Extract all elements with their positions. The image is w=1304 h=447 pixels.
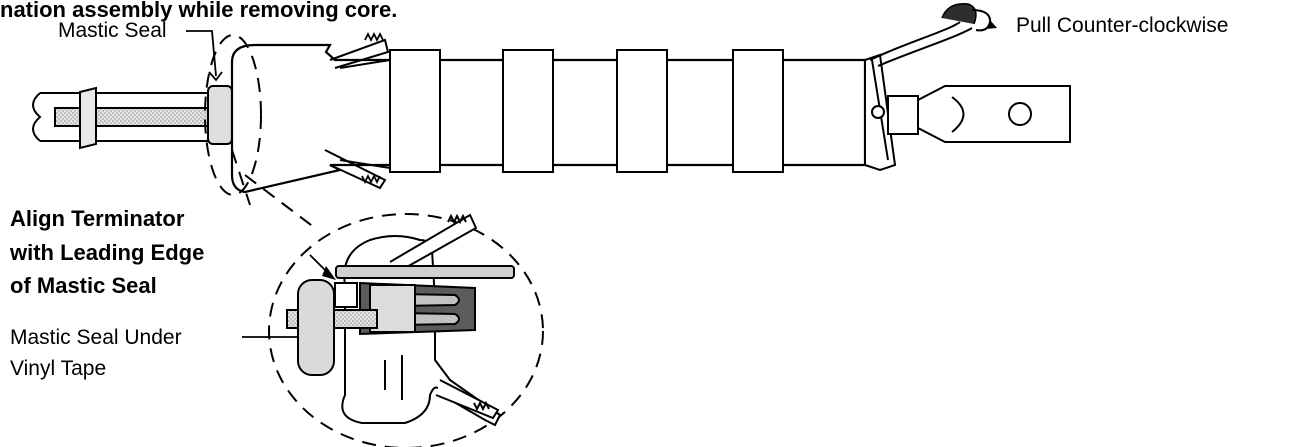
label-pull-direction: Pull Counter-clockwise	[1016, 14, 1229, 37]
terminal-lug	[887, 85, 1071, 143]
mastic-seal	[207, 85, 233, 145]
detail-callout	[204, 34, 544, 447]
label-mastic-under-tape-line2: Vinyl Tape	[10, 357, 107, 380]
label-align-line1: Align Terminator	[10, 206, 185, 231]
label-mastic-under-tape-line1: Mastic Seal Under	[10, 326, 182, 349]
label-mastic-seal: Mastic Seal	[58, 19, 167, 42]
pull-arrow-icon	[941, 3, 997, 32]
tape-bands	[389, 49, 784, 173]
label-align-line3: of Mastic Seal	[10, 273, 157, 298]
detail-view	[286, 213, 515, 427]
core-pull-cord	[869, 21, 973, 67]
caption-fragment: nation assembly while removing core.	[0, 0, 397, 22]
core-teeth	[361, 31, 384, 185]
align-arrowhead	[322, 266, 336, 280]
cable	[32, 92, 230, 142]
vinyl-tape-wrap	[79, 86, 97, 150]
label-align-line2: with Leading Edge	[10, 240, 205, 265]
